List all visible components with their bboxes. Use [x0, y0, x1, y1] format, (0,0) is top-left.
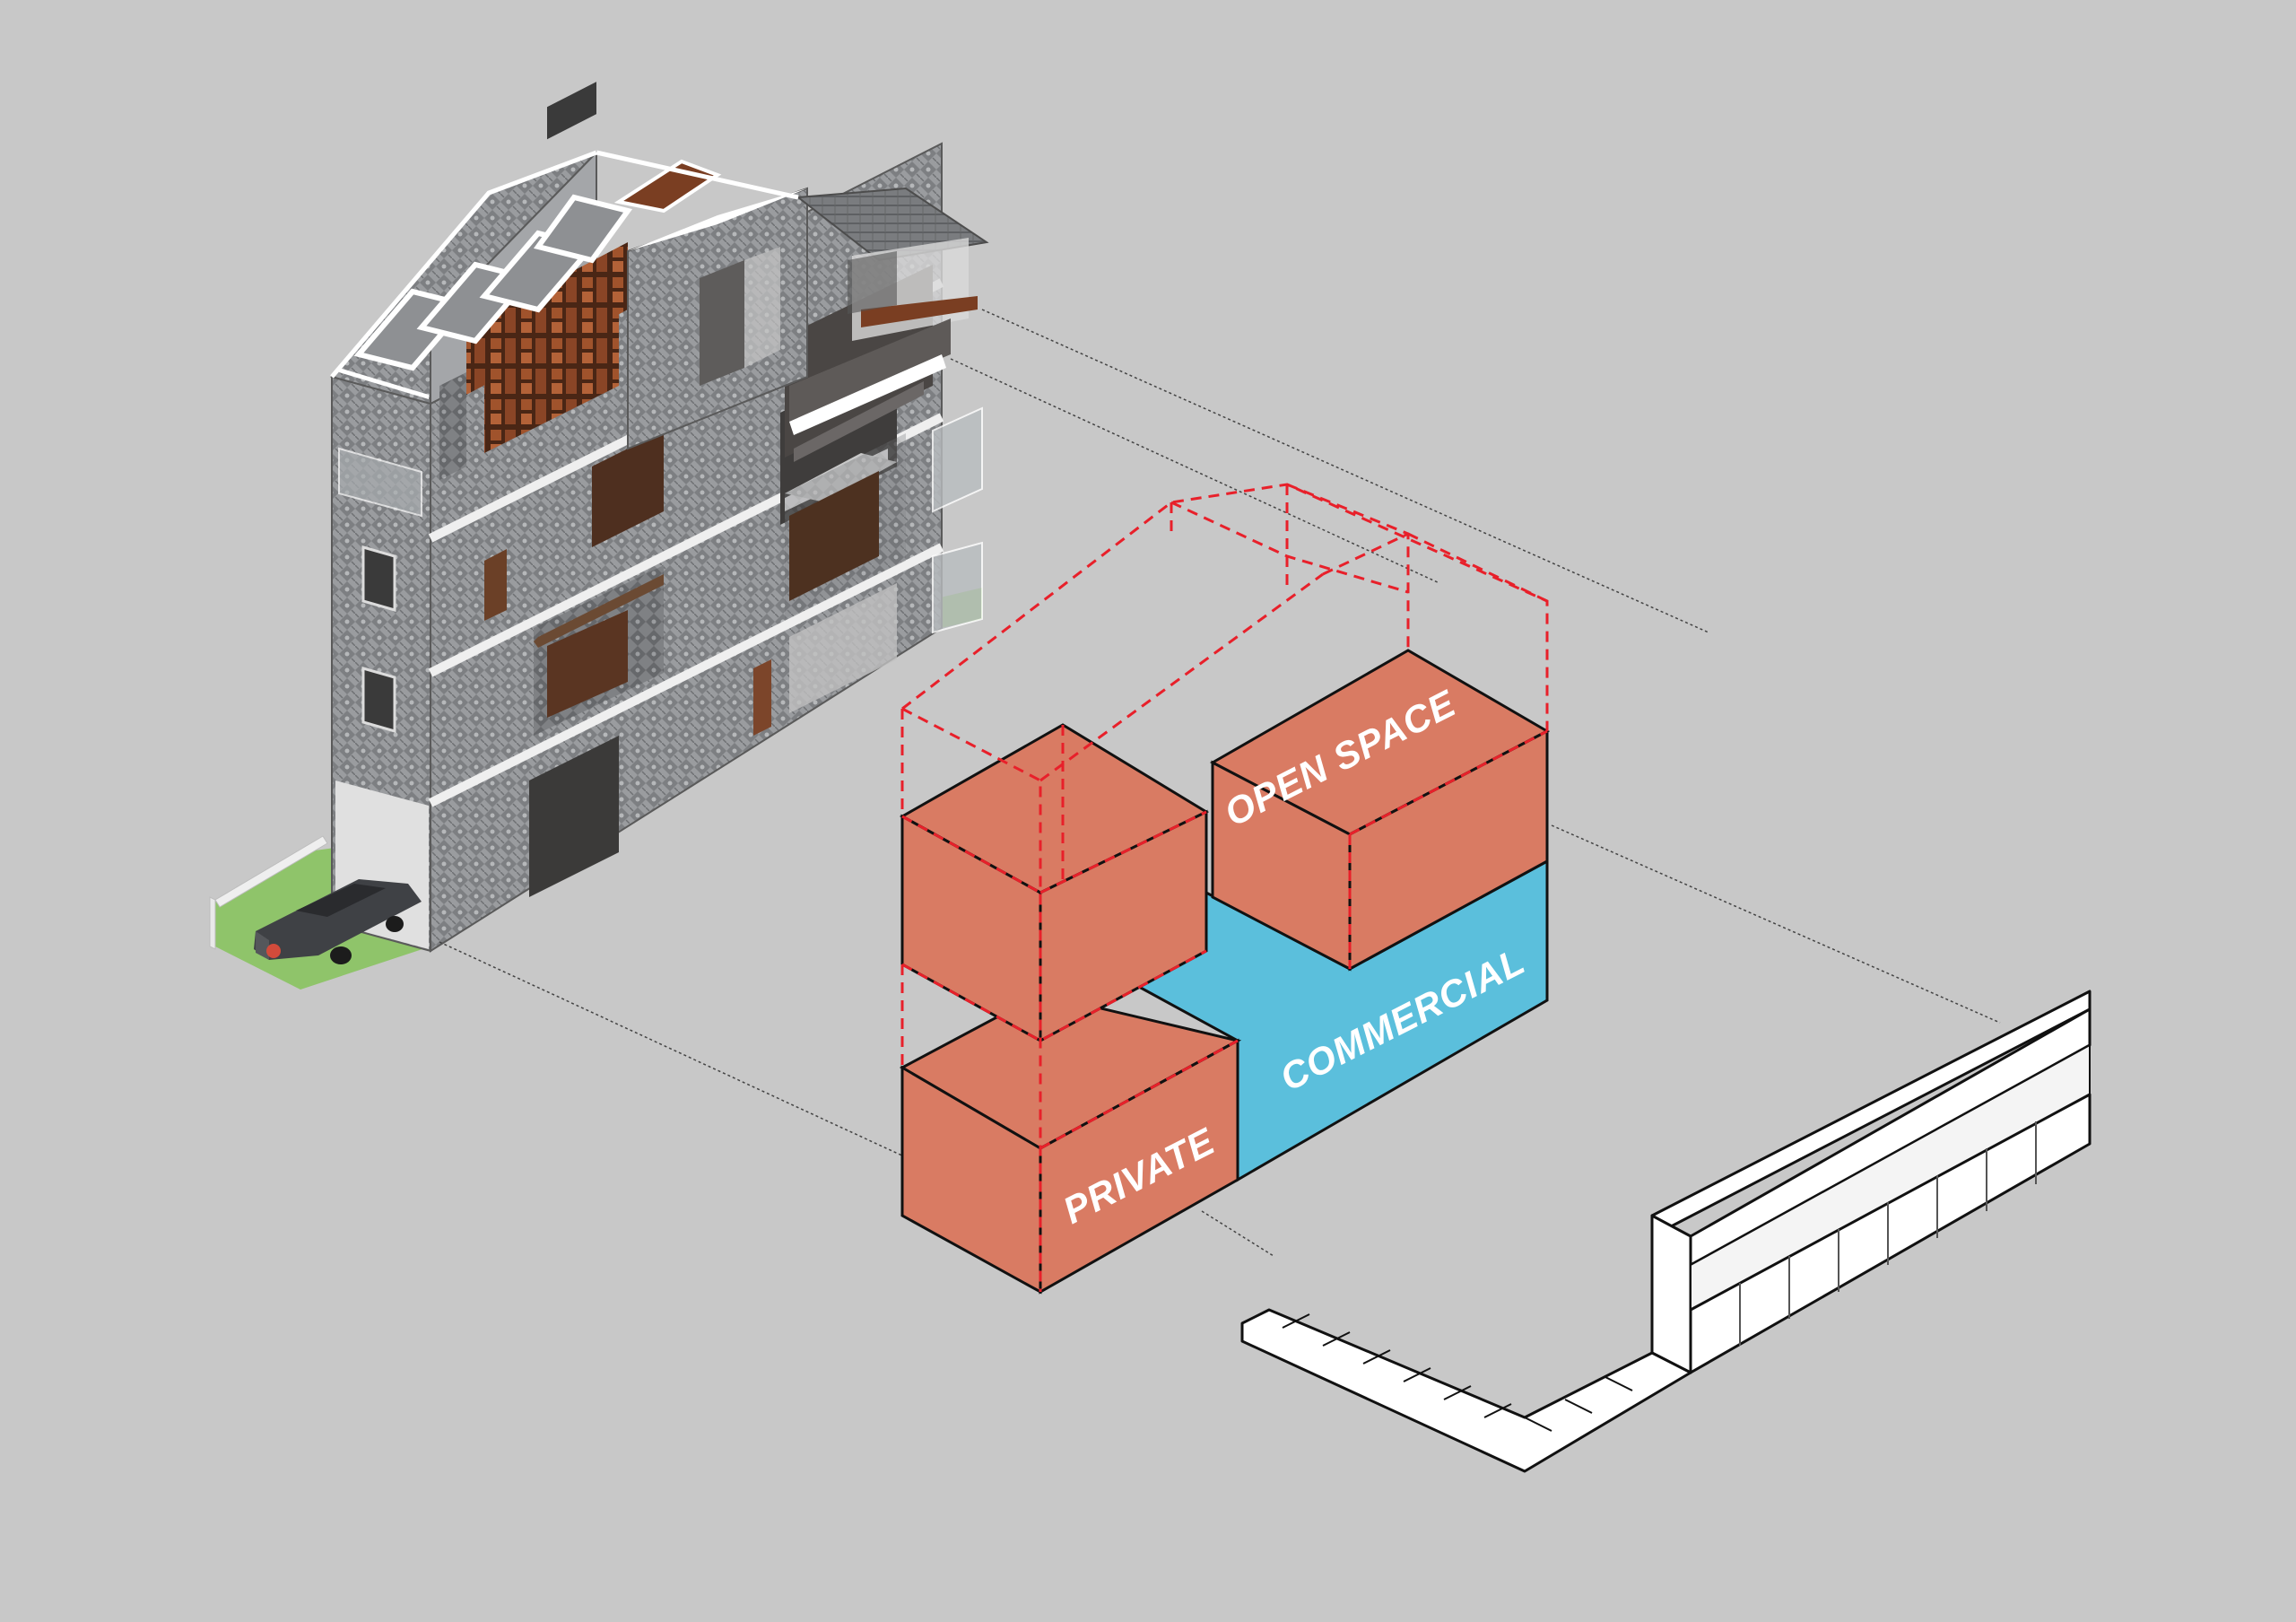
building-axonometric [209, 82, 989, 990]
car-icon [254, 879, 422, 964]
projection-lines [439, 309, 2001, 1257]
site-wall [1240, 990, 2092, 1473]
dashed-envelope [900, 483, 1549, 1292]
massing-diagram: OPEN SPACE COMMERCIAL PRIVATE [899, 483, 1551, 1295]
